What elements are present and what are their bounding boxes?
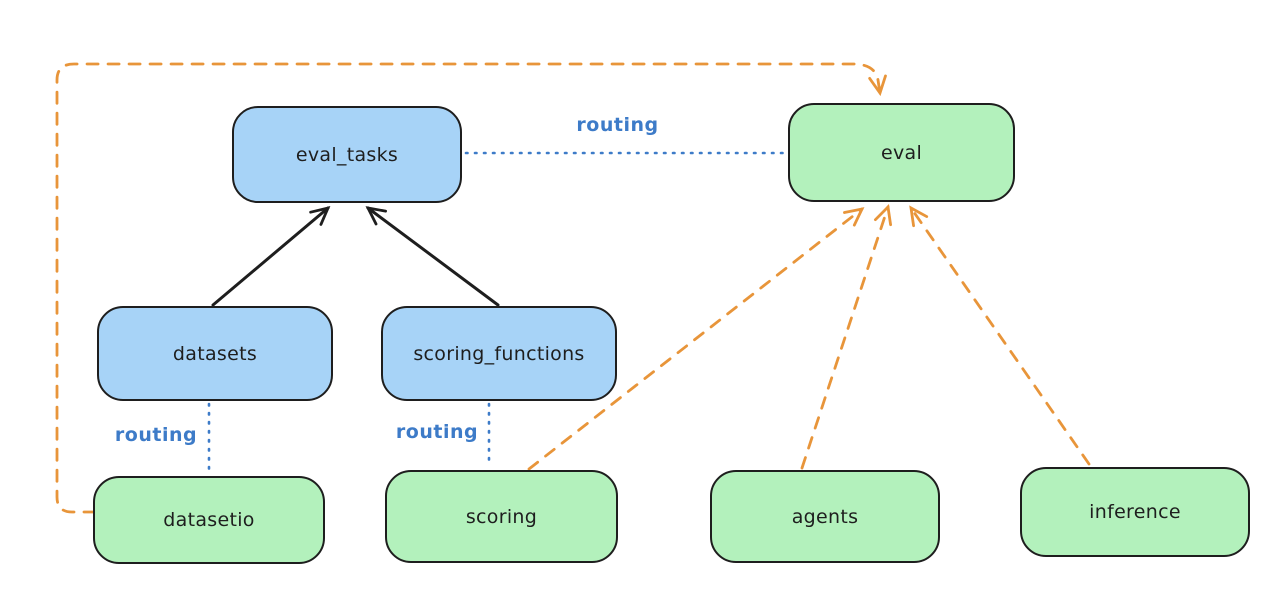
node-label: datasets xyxy=(172,342,258,365)
edge-scoring-to-eval-arrow xyxy=(527,207,865,471)
node-label: scoring_functions xyxy=(413,342,585,365)
edge-agents-to-eval-arrow xyxy=(800,204,892,470)
node-inference: inference xyxy=(1020,467,1250,557)
node-label: inference xyxy=(1089,501,1181,523)
node-label: eval_tasks xyxy=(295,143,399,166)
routing-label-datasets-datasetio: routing xyxy=(114,424,198,446)
node-scoring: scoring xyxy=(385,470,618,563)
node-label: datasetio xyxy=(163,509,255,531)
node-eval-tasks: eval_tasks xyxy=(232,106,462,203)
edge-scoring-functions-to-eval-tasks-arrow xyxy=(365,206,500,307)
node-agents: agents xyxy=(710,470,940,563)
edge-datasets-to-eval-tasks-arrow xyxy=(211,205,331,307)
edge-inference-to-eval-arrow xyxy=(909,205,1091,466)
edge-datasetio-to-eval-arrow xyxy=(55,62,887,514)
node-datasetio: datasetio xyxy=(93,476,325,564)
node-label: scoring xyxy=(465,505,538,528)
node-scoring-functions: scoring_functions xyxy=(381,306,617,401)
node-eval: eval xyxy=(788,103,1015,202)
node-label: eval xyxy=(880,141,923,164)
routing-label-eval-tasks-eval: routing xyxy=(576,114,659,136)
node-datasets: datasets xyxy=(97,306,333,401)
node-label: agents xyxy=(791,505,859,528)
routing-label-scoring-functions-scoring: routing xyxy=(395,421,479,443)
